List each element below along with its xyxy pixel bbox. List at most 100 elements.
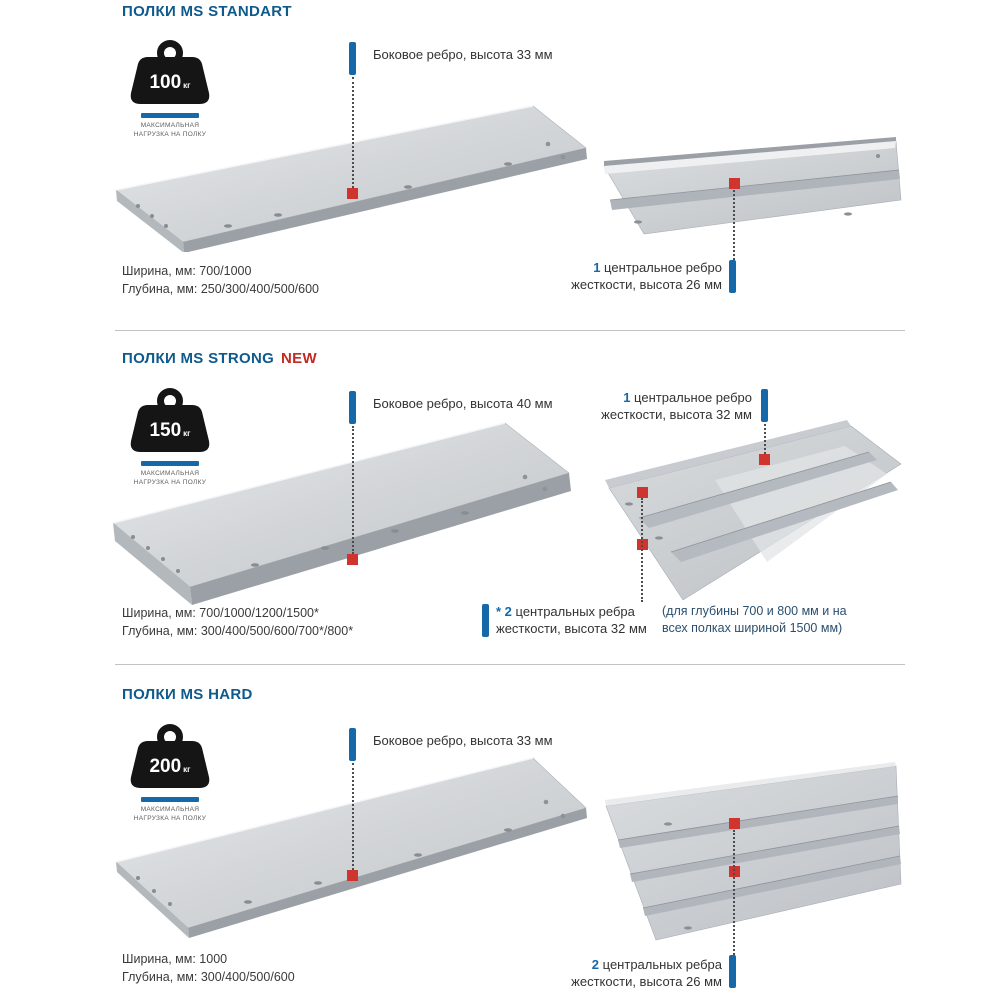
section-divider: [115, 664, 905, 665]
section-title-text: ПОЛКИ MS STRONG: [122, 350, 275, 367]
center-rib-label-line1: 1 центральное ребро: [601, 389, 752, 406]
side-rib-label-text: Боковое ребро, высота 33 мм: [373, 47, 553, 62]
rib-marker: [729, 178, 740, 189]
center-rib-count: 1: [593, 260, 601, 275]
load-caption-line1: МАКСИМАЛЬНАЯ: [140, 806, 200, 813]
applicability-note: (для глубины 700 и 800 мм и на всех полк…: [662, 603, 847, 637]
center-rib-text1: центральных ребра: [602, 957, 722, 972]
load-unit: кг: [183, 81, 191, 90]
side-rib-bar: [349, 728, 356, 761]
side-rib-bar: [349, 42, 356, 75]
center-rib-bar: [729, 260, 736, 293]
center-rib-label-line1: 2 центральных ребра: [571, 956, 722, 973]
side-rib-label: Боковое ребро, высота 33 мм: [373, 732, 553, 749]
leader-dotted-line: [764, 424, 766, 454]
load-caption: МАКСИМАЛЬНАЯ НАГРУЗКА НА ПОЛКУ: [124, 469, 216, 487]
side-rib-label: Боковое ребро, высота 40 мм: [373, 395, 553, 412]
dimensions-hard: Ширина, мм: 1000 Глубина, мм: 300/400/50…: [122, 950, 295, 986]
center-rib-text1: центральное ребро: [604, 260, 722, 275]
double-rib-bar: [482, 604, 489, 637]
double-rib-text1: центральных ребра: [515, 604, 635, 619]
rib-marker: [637, 487, 648, 498]
leader-dotted-line: [352, 763, 354, 870]
center-rib-count: 1: [623, 390, 631, 405]
side-rib-label: Боковое ребро, высота 33 мм: [373, 46, 553, 63]
shelf-top-image-strong: [112, 422, 571, 605]
applicability-note-line2: всех полках шириной 1500 мм): [662, 621, 843, 635]
center-rib-label: 2 центральных ребра жесткости, высота 26…: [571, 956, 722, 990]
rib-marker: [347, 554, 358, 565]
load-value: 100: [149, 72, 181, 93]
load-caption-line2: НАГРУЗКА НА ПОЛКУ: [133, 815, 207, 823]
load-caption-line1: МАКСИМАЛЬНАЯ: [140, 122, 200, 129]
rib-marker: [729, 818, 740, 829]
section-title-hard: ПОЛКИ MS HARD: [122, 686, 253, 703]
load-caption: МАКСИМАЛЬНАЯ НАГРУЗКА НА ПОЛКУ: [124, 121, 216, 139]
depth-spec: Глубина, мм: 300/400/500/600: [122, 970, 295, 984]
section-title-text: ПОЛКИ MS HARD: [122, 686, 253, 703]
double-rib-note: * 2 центральных ребра жесткости, высота …: [496, 603, 647, 637]
load-accent-bar: [141, 461, 199, 466]
load-unit: кг: [183, 765, 191, 774]
dimensions-strong: Ширина, мм: 700/1000/1200/1500* Глубина,…: [122, 604, 353, 640]
leader-dotted-line: [352, 77, 354, 188]
double-rib-count: * 2: [496, 604, 512, 619]
center-rib-label-line2: жесткости, высота 26 мм: [571, 974, 722, 989]
side-rib-bar: [349, 391, 356, 424]
load-accent-bar: [141, 797, 199, 802]
new-badge: NEW: [281, 350, 317, 367]
leader-dotted-line: [641, 498, 643, 602]
leader-dotted-line: [352, 426, 354, 554]
shelf-underside-image-hard: [605, 762, 902, 941]
dimensions-standart: Ширина, мм: 700/1000 Глубина, мм: 250/30…: [122, 262, 319, 298]
section-title-strong: ПОЛКИ MS STRONG NEW: [122, 350, 317, 367]
section-title-text: ПОЛКИ MS STANDART: [122, 3, 292, 20]
rib-marker: [347, 188, 358, 199]
load-value: 150: [149, 420, 181, 441]
center-rib-bar: [761, 389, 768, 422]
side-rib-label-text: Боковое ребро, высота 40 мм: [373, 396, 553, 411]
leader-dotted-line: [733, 830, 735, 955]
center-rib-bar: [729, 955, 736, 988]
load-caption-line2: НАГРУЗКА НА ПОЛКУ: [133, 479, 207, 487]
leader-dotted-line: [733, 190, 735, 260]
load-accent-bar: [141, 113, 199, 118]
shelf-top-image-hard: [115, 757, 587, 938]
shelf-underside-image-strong: [605, 420, 902, 601]
load-caption-line1: МАКСИМАЛЬНАЯ: [140, 470, 200, 477]
section-title-standart: ПОЛКИ MS STANDART: [122, 3, 292, 20]
depth-spec: Глубина, мм: 300/400/500/600/700*/800*: [122, 624, 354, 638]
width-spec: Ширина, мм: 1000: [122, 952, 228, 966]
rib-marker: [347, 870, 358, 881]
center-rib-label-line2: жесткости, высота 32 мм: [601, 407, 752, 422]
double-rib-note-line1: * 2 центральных ребра: [496, 603, 647, 620]
center-rib-text1: центральное ребро: [634, 390, 752, 405]
width-spec: Ширина, мм: 700/1000: [122, 264, 252, 278]
center-rib-count: 2: [591, 957, 600, 972]
load-caption: МАКСИМАЛЬНАЯ НАГРУЗКА НА ПОЛКУ: [124, 805, 216, 823]
load-value: 200: [149, 756, 181, 777]
shelf-underside-image-standart: [603, 137, 902, 235]
depth-spec: Глубина, мм: 250/300/400/500/600: [122, 282, 319, 296]
center-rib-label-line2: жесткости, высота 26 мм: [571, 277, 722, 292]
center-rib-label: 1 центральное ребро жесткости, высота 32…: [601, 389, 752, 423]
rib-marker: [759, 454, 770, 465]
side-rib-label-text: Боковое ребро, высота 33 мм: [373, 733, 553, 748]
shelf-top-image-standart: [115, 105, 587, 252]
load-unit: кг: [183, 429, 191, 438]
width-spec: Ширина, мм: 700/1000/1200/1500*: [122, 606, 319, 620]
load-caption-line2: НАГРУЗКА НА ПОЛКУ: [133, 131, 207, 139]
double-rib-note-line2: жесткости, высота 32 мм: [496, 621, 647, 636]
center-rib-label-line1: 1 центральное ребро: [571, 259, 722, 276]
center-rib-label: 1 центральное ребро жесткости, высота 26…: [571, 259, 722, 293]
